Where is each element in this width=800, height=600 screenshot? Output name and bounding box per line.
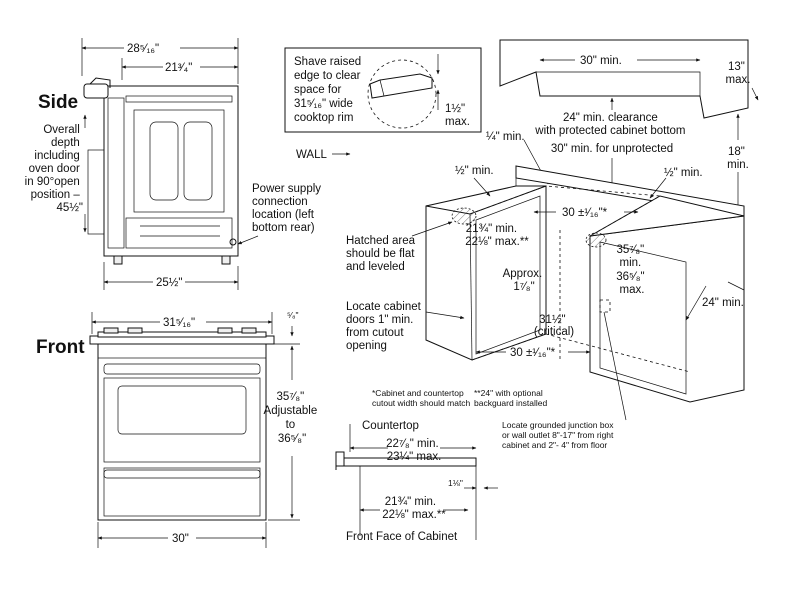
doors-label: Locate cabinet doors 1" min. from cutout… [346, 301, 424, 352]
callout-text: Shave raised edge to clear space for 31⁵… [294, 56, 364, 124]
countertop-section: Countertop 22⁷⁄₈" min. 23¼" max. 1⅛" 21¾… [335, 420, 498, 543]
oven-window [117, 385, 247, 435]
countertop-title: Countertop [362, 420, 419, 432]
half-min-right: ½" min. [664, 167, 703, 179]
cabinet-view: 30" min. 13" max. 24" min. clearance wit… [296, 39, 759, 450]
cutout-depth: 21¾" min. 22⅛" max.** [465, 223, 529, 248]
side-bottom-width: 25½" [156, 277, 182, 289]
wall-label: WALL [296, 149, 327, 161]
side-depth-label: Overall depth including oven door in 90°… [25, 124, 83, 214]
detail-circle [367, 59, 437, 129]
hatched-area [451, 207, 477, 225]
front-right-small: ⁵⁄₈" [287, 310, 298, 320]
front-view: Front 31⁵⁄₁₆" ⁵⁄₈" 35⁷⁄₈" Ad [36, 310, 321, 548]
junction-box-icon [599, 299, 611, 313]
right-cabinet [589, 215, 745, 403]
vertical-18-label: 18" min. [727, 146, 749, 171]
front-face-label: Front Face of Cabinet [346, 531, 458, 543]
quarter-min-label: ¼" min. [486, 131, 525, 143]
note-cutout-width: *Cabinet and countertop cutout width sho… [372, 388, 471, 408]
control-knobs [103, 327, 257, 334]
hatched-label: Hatched area should be flat and leveled [346, 235, 418, 273]
right-depth-24: 24" min. [702, 297, 744, 309]
cutout-width-bottom: 30 ±¹⁄₁₆"* [510, 347, 556, 359]
front-top-width: 31⁵⁄₁₆" [163, 317, 195, 329]
power-supply-label: Power supply connection location (left b… [252, 183, 324, 234]
power-connection-icon [229, 238, 237, 246]
junction-note: Locate grounded junction box or wall out… [502, 420, 616, 450]
callout-dim: 1½" max. [445, 103, 470, 128]
callout-frame [284, 47, 482, 133]
front-height-label: 35⁷⁄₈" Adjustable to 36⁵⁄₈" [264, 391, 321, 445]
range-front-body [97, 343, 267, 521]
countertop-depth-bottom: 21¾" min. 22⅛" max.** [382, 496, 446, 521]
control-knob [83, 83, 109, 99]
half-min-left: ½" min. [455, 165, 494, 177]
critical-label: 31½" (critical) [534, 314, 574, 338]
cabinet-height-label: 35⁷⁄₈" min. 36⁵⁄₈" max. [616, 244, 648, 296]
cabinet-top-width: 30" min. [580, 55, 622, 67]
note-backguard: **24" with optional backguard installed [474, 388, 548, 408]
countertop-small: 1⅛" [448, 478, 463, 488]
approx-label: Approx. 1⁷⁄₈" [503, 268, 546, 293]
shave-edge-callout: Shave raised edge to clear space for 31⁵… [284, 47, 482, 133]
side-width-inner: 21³⁄₄" [165, 62, 192, 74]
drawer-handle [103, 469, 261, 479]
side-view: Side 28⁵⁄₁₆" 21³⁄₄" Overall dep [25, 38, 324, 290]
side-width-total: 28⁵⁄₁₆" [127, 43, 159, 55]
front-bottom-width: 30" [172, 533, 189, 545]
countertop-depth-top: 22⁷⁄₈" min. 23¼" max. [386, 438, 442, 463]
upper-depth-label: 13" max. [726, 61, 751, 86]
clearance-label: 24" min. clearance with protected cabine… [534, 112, 688, 155]
front-title: Front [36, 337, 85, 358]
cutout-width-top: 30 ±¹⁄₁₆"* [562, 207, 608, 219]
oven-door-handle [103, 363, 261, 375]
upper-cabinet [499, 39, 749, 119]
side-title: Side [38, 92, 78, 113]
